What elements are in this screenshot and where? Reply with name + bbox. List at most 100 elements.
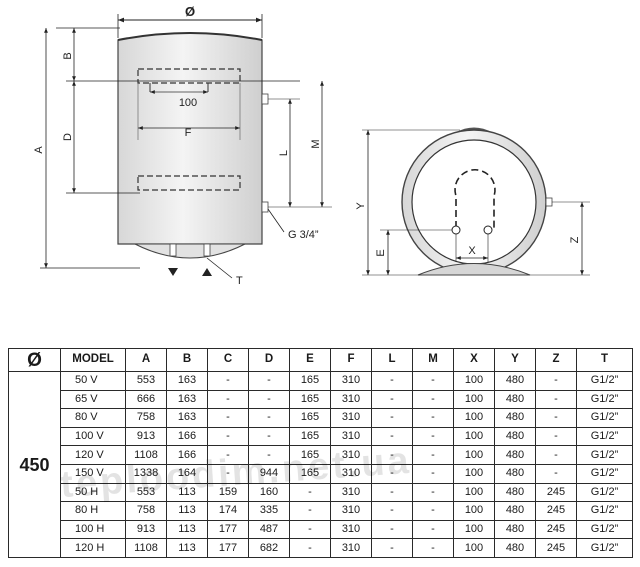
table-cell: - (371, 408, 413, 428)
dim-l-label: L (278, 150, 290, 156)
table-cell: 165 (289, 371, 331, 391)
table-cell: - (289, 519, 331, 540)
table-cell: 165 (289, 426, 331, 447)
header-e: E (289, 348, 331, 372)
table-cell: - (248, 426, 290, 447)
table-cell: - (412, 482, 454, 503)
table-cell: - (289, 482, 331, 503)
table-cell: 245 (535, 482, 577, 503)
table-cell: 758 (125, 501, 167, 521)
table-cell: - (412, 371, 454, 391)
model-cell: 120 V (60, 445, 126, 465)
heating-element (454, 169, 496, 228)
side-view: X Y E Z (355, 127, 590, 276)
table-cell: 682 (248, 538, 290, 558)
header-m: M (412, 348, 454, 372)
model-cell: 50 V (60, 371, 126, 391)
table-cell: 165 (289, 408, 331, 428)
table-header-row: Ø MODEL A B C D E F L M X Y Z T (8, 348, 633, 372)
table-cell: 166 (166, 445, 208, 465)
table-cell: 335 (248, 501, 290, 521)
model-cell: 100 H (60, 519, 126, 540)
base-stand (417, 263, 531, 276)
model-cell: 80 H (60, 501, 126, 521)
header-f: F (330, 348, 372, 372)
table-cell: 113 (166, 538, 208, 558)
table-cell: 487 (248, 519, 290, 540)
table-cell: 113 (166, 501, 208, 521)
dim-100-label: 100 (179, 97, 197, 109)
table-cell: - (412, 389, 454, 410)
tank-bottom-bowl (134, 243, 246, 259)
dim-y-label: Y (355, 202, 367, 210)
table-cell: 553 (125, 371, 167, 391)
table-cell: 166 (166, 426, 208, 447)
outlet-arrow-icon (202, 268, 212, 276)
table-cell: G1/2” (576, 445, 633, 465)
front-view: Ø T 100 F G 3/4” (33, 4, 332, 287)
table-cell: - (371, 519, 413, 540)
upper-bracket (137, 68, 241, 84)
table-cell: - (412, 426, 454, 447)
table-cell: 1338 (125, 463, 167, 484)
table-cell: 480 (494, 389, 536, 410)
dim-e-label: E (375, 249, 387, 256)
table-cell: 480 (494, 445, 536, 465)
table-cell: 480 (494, 426, 536, 447)
model-cell: 150 V (60, 463, 126, 484)
table-cell: - (207, 389, 249, 410)
header-model: MODEL (60, 348, 126, 372)
table-cell: 310 (330, 371, 372, 391)
table-cell: - (371, 445, 413, 465)
table-cell: - (535, 445, 577, 465)
table-cell: - (535, 463, 577, 484)
table-cell: - (535, 371, 577, 391)
table-cell: 100 (453, 482, 495, 503)
table-cell: G1/2” (576, 408, 633, 428)
tank-top-cap (117, 32, 263, 41)
table-cell: 100 (453, 463, 495, 484)
table-cell: 165 (289, 463, 331, 484)
table-cell: 1108 (125, 538, 167, 558)
table-cell: 310 (330, 463, 372, 484)
pipe-right (483, 225, 493, 235)
table-cell: - (248, 408, 290, 428)
header-c: C (207, 348, 249, 372)
model-cell: 50 H (60, 482, 126, 503)
diameter-value: 450 (8, 371, 61, 558)
table-cell: 310 (330, 389, 372, 410)
table-cell: - (412, 463, 454, 484)
table-cell: 913 (125, 426, 167, 447)
table-cell: G1/2” (576, 519, 633, 540)
model-cell: 100 V (60, 426, 126, 447)
technical-drawing: Ø T 100 F G 3/4” (33, 4, 590, 287)
table-cell: - (207, 371, 249, 391)
table-cell: - (412, 408, 454, 428)
table-cell: 100 (453, 501, 495, 521)
table-cell: G1/2” (576, 389, 633, 410)
header-x: X (453, 348, 495, 372)
table-cell: - (371, 538, 413, 558)
table-cell: - (371, 389, 413, 410)
table-cell: - (207, 408, 249, 428)
table-cell: - (371, 482, 413, 503)
dim-m-label: M (310, 139, 322, 148)
table-cell: 100 (453, 408, 495, 428)
table-cell: 165 (289, 389, 331, 410)
model-cell: 80 V (60, 408, 126, 428)
table-cell: G1/2” (576, 501, 633, 521)
table-cell: - (412, 445, 454, 465)
t-label: T (236, 275, 243, 287)
header-t: T (576, 348, 633, 372)
table-cell: - (535, 426, 577, 447)
